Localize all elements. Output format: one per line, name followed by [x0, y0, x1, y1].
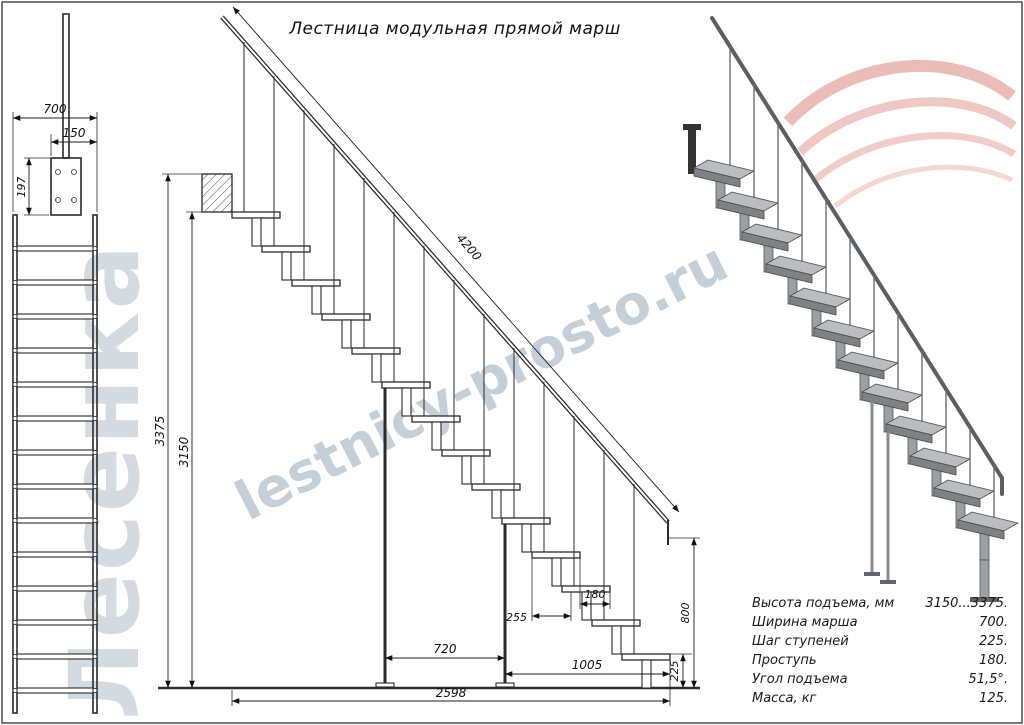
dim-label-197: 197	[15, 177, 28, 198]
spec-value: 700.	[979, 615, 1008, 630]
dim-label-225: 225	[668, 661, 681, 682]
dimension-800: 800	[668, 537, 700, 688]
dimension-255: 255	[506, 558, 572, 624]
spec-row: Шаг ступеней 225.	[752, 634, 1008, 649]
spec-row: Угол подъема 51,5°.	[752, 672, 1008, 687]
spec-table: Высота подъема, мм 3150...3375. Ширина м…	[752, 596, 1008, 706]
dim-label-1005: 1005	[572, 658, 603, 672]
iso-steps	[692, 46, 1020, 561]
side-view: 3375 3150 4200 180 255 225	[153, 6, 700, 706]
spec-label: Ширина марша	[752, 615, 858, 630]
dimension-150: 150	[50, 126, 97, 156]
dim-label-3150: 3150	[177, 436, 191, 467]
iso-wall-bracket	[683, 124, 701, 174]
dimension-225: 225	[668, 653, 692, 688]
watermark-brand: Лесенка	[49, 243, 161, 720]
drawing-title: Лестница модульная прямой марш	[288, 19, 621, 39]
spec-label: Высота подъема, мм	[752, 596, 894, 611]
front-mount-plate	[50, 157, 82, 216]
spec-row: Ширина марша 700.	[752, 615, 1008, 630]
spec-value: 225.	[979, 634, 1008, 649]
spec-row: Масса, кг 125.	[752, 691, 1008, 706]
spec-row: Проступь 180.	[752, 653, 1008, 668]
spec-value: 51,5°.	[968, 672, 1008, 687]
iso-end-base	[970, 559, 998, 602]
iso-view	[683, 16, 1020, 602]
spec-label: Шаг ступеней	[752, 634, 849, 649]
front-left-rail	[12, 214, 18, 714]
dim-label-2598: 2598	[436, 686, 467, 700]
front-rungs	[12, 245, 98, 694]
dimension-3375: 3375	[153, 173, 202, 688]
dim-label-150: 150	[63, 126, 86, 140]
dim-label-180: 180	[585, 588, 606, 601]
iso-handrail	[710, 16, 1004, 480]
iso-floor-posts	[864, 402, 896, 584]
front-right-rail	[92, 214, 98, 714]
dimension-1005: 1005	[504, 654, 671, 706]
front-view: 700 150 197	[12, 13, 98, 714]
dimension-180: 180	[579, 558, 611, 609]
dimension-700: 700	[12, 102, 98, 212]
dimension-2598: 2598	[231, 686, 670, 706]
wall-section	[201, 173, 233, 213]
spec-row: Высота подъема, мм 3150...3375.	[752, 596, 1008, 611]
dim-label-700: 700	[44, 102, 67, 116]
dimension-197: 197	[15, 157, 51, 216]
dimension-720: 720	[385, 642, 505, 661]
dimension-3150: 3150	[177, 211, 232, 688]
dim-label-255: 255	[506, 611, 527, 624]
dim-label-800: 800	[679, 603, 692, 624]
spec-label: Угол подъема	[752, 672, 848, 687]
dim-label-3375: 3375	[153, 416, 167, 447]
spec-label: Масса, кг	[752, 691, 817, 706]
spec-value: 180.	[979, 653, 1008, 668]
dim-label-720: 720	[434, 642, 457, 656]
spec-value: 125.	[979, 691, 1008, 706]
spec-value: 3150...3375.	[925, 596, 1008, 611]
spec-label: Проступь	[752, 653, 817, 668]
brand-logo-swoosh	[783, 59, 1017, 208]
